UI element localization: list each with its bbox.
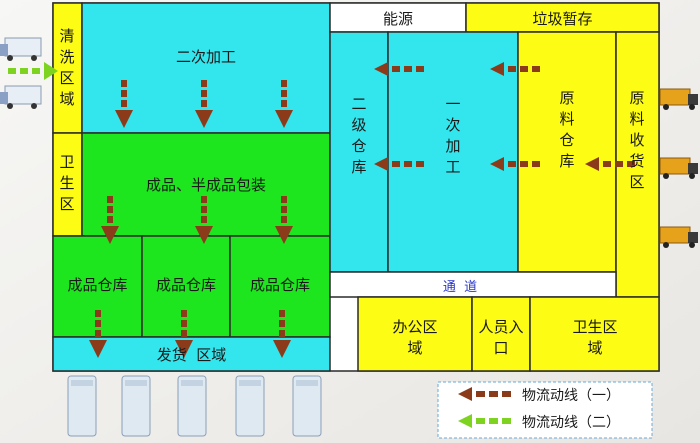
secondary-warehouse-zone: [329, 31, 389, 273]
arrow-down-icon: [89, 310, 107, 358]
arrow-left-icon: [374, 62, 424, 76]
cleaning-zone-label: 清洗区域: [59, 27, 75, 108]
sanitary-right-zone: [529, 296, 660, 372]
arrow-down-icon: [195, 196, 213, 244]
truck-icon: [0, 85, 42, 109]
dock-icon: [235, 375, 265, 437]
office-zone: [357, 296, 473, 372]
arrow-left-icon: [374, 157, 424, 171]
dock-icon: [177, 375, 207, 437]
flow-arrows-down: [89, 80, 293, 358]
packaging-label: 成品、半成品包装: [145, 176, 266, 194]
staff-entrance-zone: [471, 296, 531, 372]
sanitary-right-label: 卫生区域: [572, 318, 618, 357]
garbage-label: 垃圾暂存: [532, 10, 593, 28]
dock-icon: [292, 375, 322, 437]
secondary-warehouse-label: 二级仓库: [351, 95, 367, 176]
finished-warehouse-3-label: 成品仓库: [249, 276, 310, 294]
loading-docks: [67, 375, 322, 437]
secondary-processing-label: 二次加工: [175, 48, 236, 66]
arrow-down-icon: [175, 310, 193, 358]
arrow-down-icon: [101, 196, 119, 244]
legend-box: [437, 381, 653, 439]
finished-warehouse-2-label: 成品仓库: [155, 276, 216, 294]
raw-receiving-label: 原料收货区: [629, 89, 645, 191]
arrow-down-icon: [275, 80, 293, 128]
truck-icon: [659, 88, 698, 110]
raw-receiving-zone: [615, 31, 660, 298]
arrow-down-icon: [275, 196, 293, 244]
arrow-left-icon: [458, 387, 511, 401]
dock-icon: [121, 375, 151, 437]
arrow-left-icon: [490, 157, 540, 171]
primary-processing-label: 一次加工: [445, 95, 461, 176]
legend-line1-label: 物流动线（一）: [522, 388, 620, 404]
cleaning-zone: [52, 2, 83, 134]
shipping-label: 发货 区域: [156, 346, 227, 364]
arrow-down-icon: [195, 80, 213, 128]
office-label: 办公区域: [392, 318, 438, 357]
finished-warehouse-1-label: 成品仓库: [67, 276, 128, 294]
sanitary-left-label: 卫生区: [59, 153, 75, 213]
energy-label: 能源: [382, 10, 413, 28]
truck-icon: [0, 37, 42, 61]
corridor-zone: [329, 271, 617, 298]
energy-zone: [329, 2, 467, 33]
arrow-left-icon: [585, 157, 635, 171]
truck-icon: [659, 157, 698, 179]
flow-arrows-left: [374, 62, 635, 171]
staff-entrance-label: 人员入口: [478, 318, 524, 357]
truck-icon: [659, 226, 698, 248]
arrow-left-icon: [458, 414, 511, 428]
legend-line2-label: 物流动线（二）: [522, 415, 620, 431]
corridor-label: 通 道: [442, 280, 478, 295]
dock-icon: [67, 375, 97, 437]
arrow-down-icon: [115, 80, 133, 128]
arrow-right-icon: [8, 62, 58, 80]
arrow-left-icon: [490, 62, 540, 76]
raw-warehouse-label: 原料仓库: [559, 89, 575, 170]
arrow-down-icon: [273, 310, 291, 358]
